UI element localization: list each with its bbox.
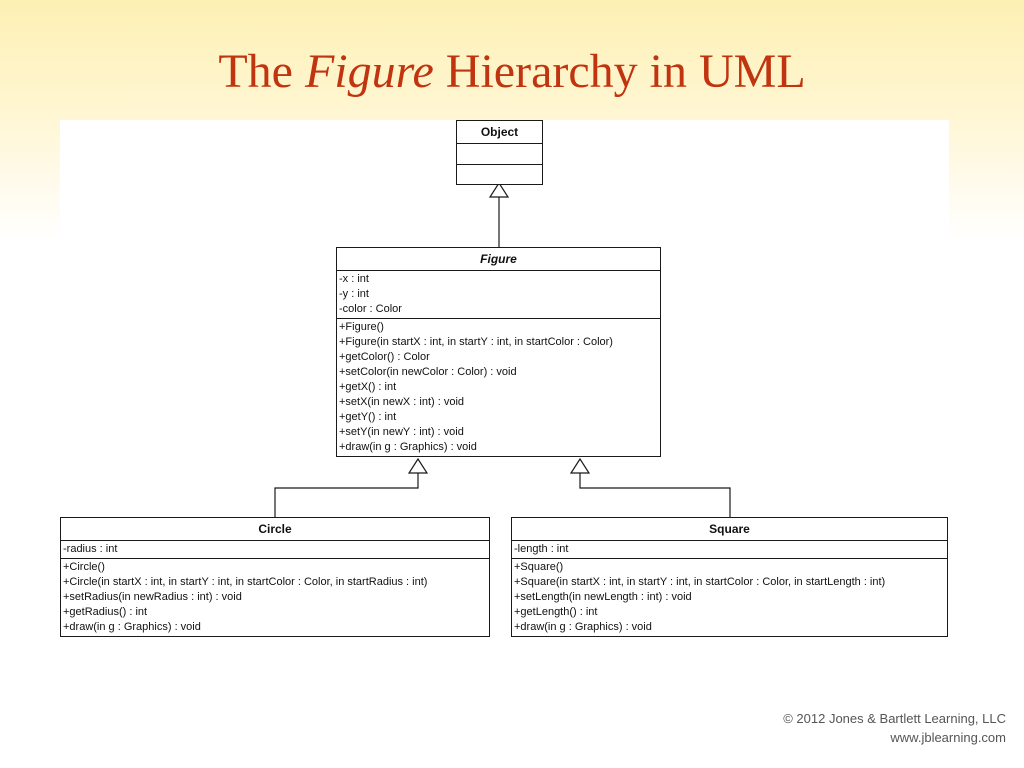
title-emphasis: Figure — [304, 45, 434, 98]
operation-row: +getColor() : Color — [339, 351, 430, 363]
class-object-operations — [457, 165, 542, 184]
operation-row: +Square() — [514, 561, 564, 573]
class-object[interactable]: Object — [456, 120, 543, 185]
attribute-row: -x : int — [339, 273, 369, 285]
operation-row: +setX(in newX : int) : void — [339, 396, 465, 408]
operation-row: +getRadius() : int — [63, 606, 148, 618]
operation-row: +setColor(in newColor : Color) : void — [339, 366, 517, 378]
title-suffix: Hierarchy in UML — [433, 45, 806, 98]
operation-row: +getY() : int — [339, 411, 397, 423]
operation-row: +setY(in newY : int) : void — [339, 426, 464, 438]
slide-title: The Figure Hierarchy in UML — [0, 48, 1024, 96]
attribute-row: -y : int — [339, 288, 369, 300]
attribute-row: -radius : int — [63, 543, 118, 555]
class-figure-attributes: -x : int -y : int -color : Color — [337, 271, 660, 319]
class-circle-attributes: -radius : int — [61, 541, 489, 559]
class-circle-operations: +Circle() +Circle(in startX : int, in st… — [61, 559, 489, 636]
class-square-name: Square — [512, 518, 947, 541]
operation-row: +setLength(in newLength : int) : void — [514, 591, 692, 603]
class-figure-operations: +Figure() +Figure(in startX : int, in st… — [337, 319, 660, 456]
class-square-operations: +Square() +Square(in startX : int, in st… — [512, 559, 947, 636]
operation-row: +setRadius(in newRadius : int) : void — [63, 591, 242, 603]
generalization-arrow-object — [488, 181, 510, 198]
operation-row: +draw(in g : Graphics) : void — [514, 621, 652, 633]
class-object-attributes — [457, 144, 542, 165]
generalization-arrow-figure-left — [407, 457, 429, 474]
publisher-url: www.jblearning.com — [890, 730, 1006, 745]
class-figure[interactable]: Figure -x : int -y : int -color : Color … — [336, 247, 661, 457]
copyright-text: © 2012 Jones & Bartlett Learning, LLC — [783, 711, 1006, 726]
operation-row: +Circle() — [63, 561, 105, 573]
operation-row: +getLength() : int — [514, 606, 598, 618]
attribute-row: -color : Color — [339, 303, 402, 315]
attribute-row: -length : int — [514, 543, 569, 555]
operation-row: +getX() : int — [339, 381, 397, 393]
operation-row: +Circle(in startX : int, in startY : int… — [63, 576, 428, 588]
circle-to-figure-line — [274, 473, 419, 517]
class-figure-name: Figure — [337, 248, 660, 271]
operation-row: +Square(in startX : int, in startY : int… — [514, 576, 886, 588]
generalization-arrow-figure-right — [569, 457, 591, 474]
operation-row: +draw(in g : Graphics) : void — [63, 621, 201, 633]
operation-row: +draw(in g : Graphics) : void — [339, 441, 477, 453]
class-square-attributes: -length : int — [512, 541, 947, 559]
class-circle[interactable]: Circle -radius : int +Circle() +Circle(i… — [60, 517, 490, 637]
class-object-name: Object — [457, 121, 542, 144]
copyright-footer: © 2012 Jones & Bartlett Learning, LLC ww… — [783, 709, 1006, 747]
class-square[interactable]: Square -length : int +Square() +Square(i… — [511, 517, 948, 637]
square-to-figure-line — [579, 473, 731, 517]
operation-row: +Figure() — [339, 321, 384, 333]
operation-row: +Figure(in startX : int, in startY : int… — [339, 336, 613, 348]
class-circle-name: Circle — [61, 518, 489, 541]
title-prefix: The — [218, 45, 305, 98]
